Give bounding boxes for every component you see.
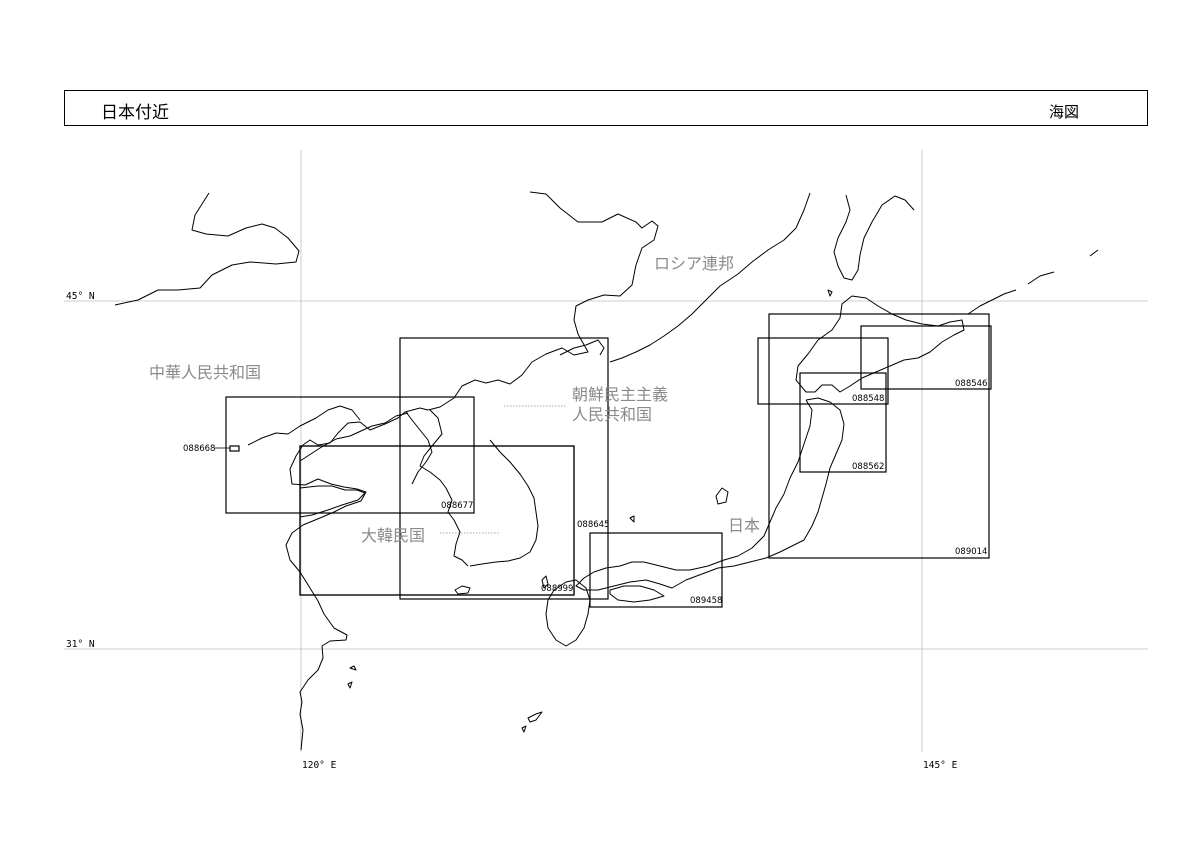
graticule: 45° N 31° N 120° E 145° E	[64, 150, 1148, 771]
country-labels: ロシア連邦 中華人民共和国 朝鮮民主主義 人民共和国 大韓民国 日本	[149, 254, 760, 545]
lat-label-45n: 45° N	[66, 291, 95, 302]
taiwan-coast	[521, 711, 543, 733]
kuril-islands	[967, 249, 1099, 315]
chart-box-088548[interactable]	[757, 337, 889, 405]
honshu-coast	[575, 397, 845, 591]
country-label-russia: ロシア連邦	[654, 254, 734, 273]
tsushima-island	[541, 575, 549, 589]
chart-box-088668-marker[interactable]	[229, 445, 240, 452]
chart-box-088999[interactable]	[299, 445, 575, 596]
map-title: 日本付近	[101, 103, 169, 123]
chart-label-088645: 088645	[577, 520, 609, 530]
chart-coverage-boxes: 088668 088677 088645 088999 089458 08854…	[183, 313, 992, 608]
country-label-china: 中華人民共和国	[149, 363, 261, 382]
korean-peninsula-west	[419, 409, 469, 567]
chart-label-089014: 089014	[955, 547, 987, 557]
korean-peninsula-east	[469, 439, 539, 567]
chart-box-088546[interactable]	[860, 325, 992, 390]
country-label-dprk-line2: 人民共和国	[572, 405, 652, 424]
sakhalin-coast	[833, 194, 915, 281]
chart-box-088677[interactable]	[299, 445, 575, 596]
chart-box-088562[interactable]	[799, 372, 887, 473]
chart-label-088999: 088999	[541, 584, 573, 594]
map-type-label: 海図	[1048, 103, 1079, 121]
map-header: 日本付近 海図	[64, 90, 1148, 126]
chart-label-088548: 088548	[852, 394, 884, 404]
chart-box-089014[interactable]	[768, 313, 990, 559]
chart-label-088546: 088546	[955, 379, 987, 389]
tartary-coast	[609, 192, 811, 363]
korea-nw-coast	[405, 411, 433, 485]
noto-peninsula	[715, 487, 729, 505]
chart-label-089458: 089458	[690, 596, 722, 606]
primorye-coast	[559, 339, 605, 356]
chart-box-089458[interactable]	[589, 532, 723, 608]
chart-label-088668: 088668	[183, 444, 215, 454]
kyushu-coast	[545, 579, 591, 647]
chart-box-088668[interactable]	[225, 396, 475, 514]
liaodong-coast	[299, 412, 409, 462]
hokkaido-coast	[795, 295, 965, 393]
shikoku-coast	[609, 585, 665, 603]
chart-label-088562: 088562	[852, 462, 884, 472]
lon-label-120e: 120° E	[302, 760, 337, 771]
lat-label-31n: 31° N	[66, 639, 95, 650]
country-label-dprk-line1: 朝鮮民主主義	[572, 385, 668, 404]
lon-label-145e: 145° E	[923, 760, 958, 771]
mainland-asia-coast	[285, 191, 659, 751]
chart-label-088677: 088677	[441, 501, 473, 511]
misc-islands	[347, 289, 833, 689]
cheju-island	[454, 585, 471, 595]
country-label-japan: 日本	[728, 516, 760, 535]
coastlines	[114, 191, 1099, 751]
chart-box-088645[interactable]	[399, 337, 609, 600]
bohai-coast	[247, 405, 361, 446]
north-china-coast	[114, 192, 300, 306]
country-label-korea: 大韓民国	[361, 526, 425, 545]
shandong-peninsula	[299, 485, 366, 518]
